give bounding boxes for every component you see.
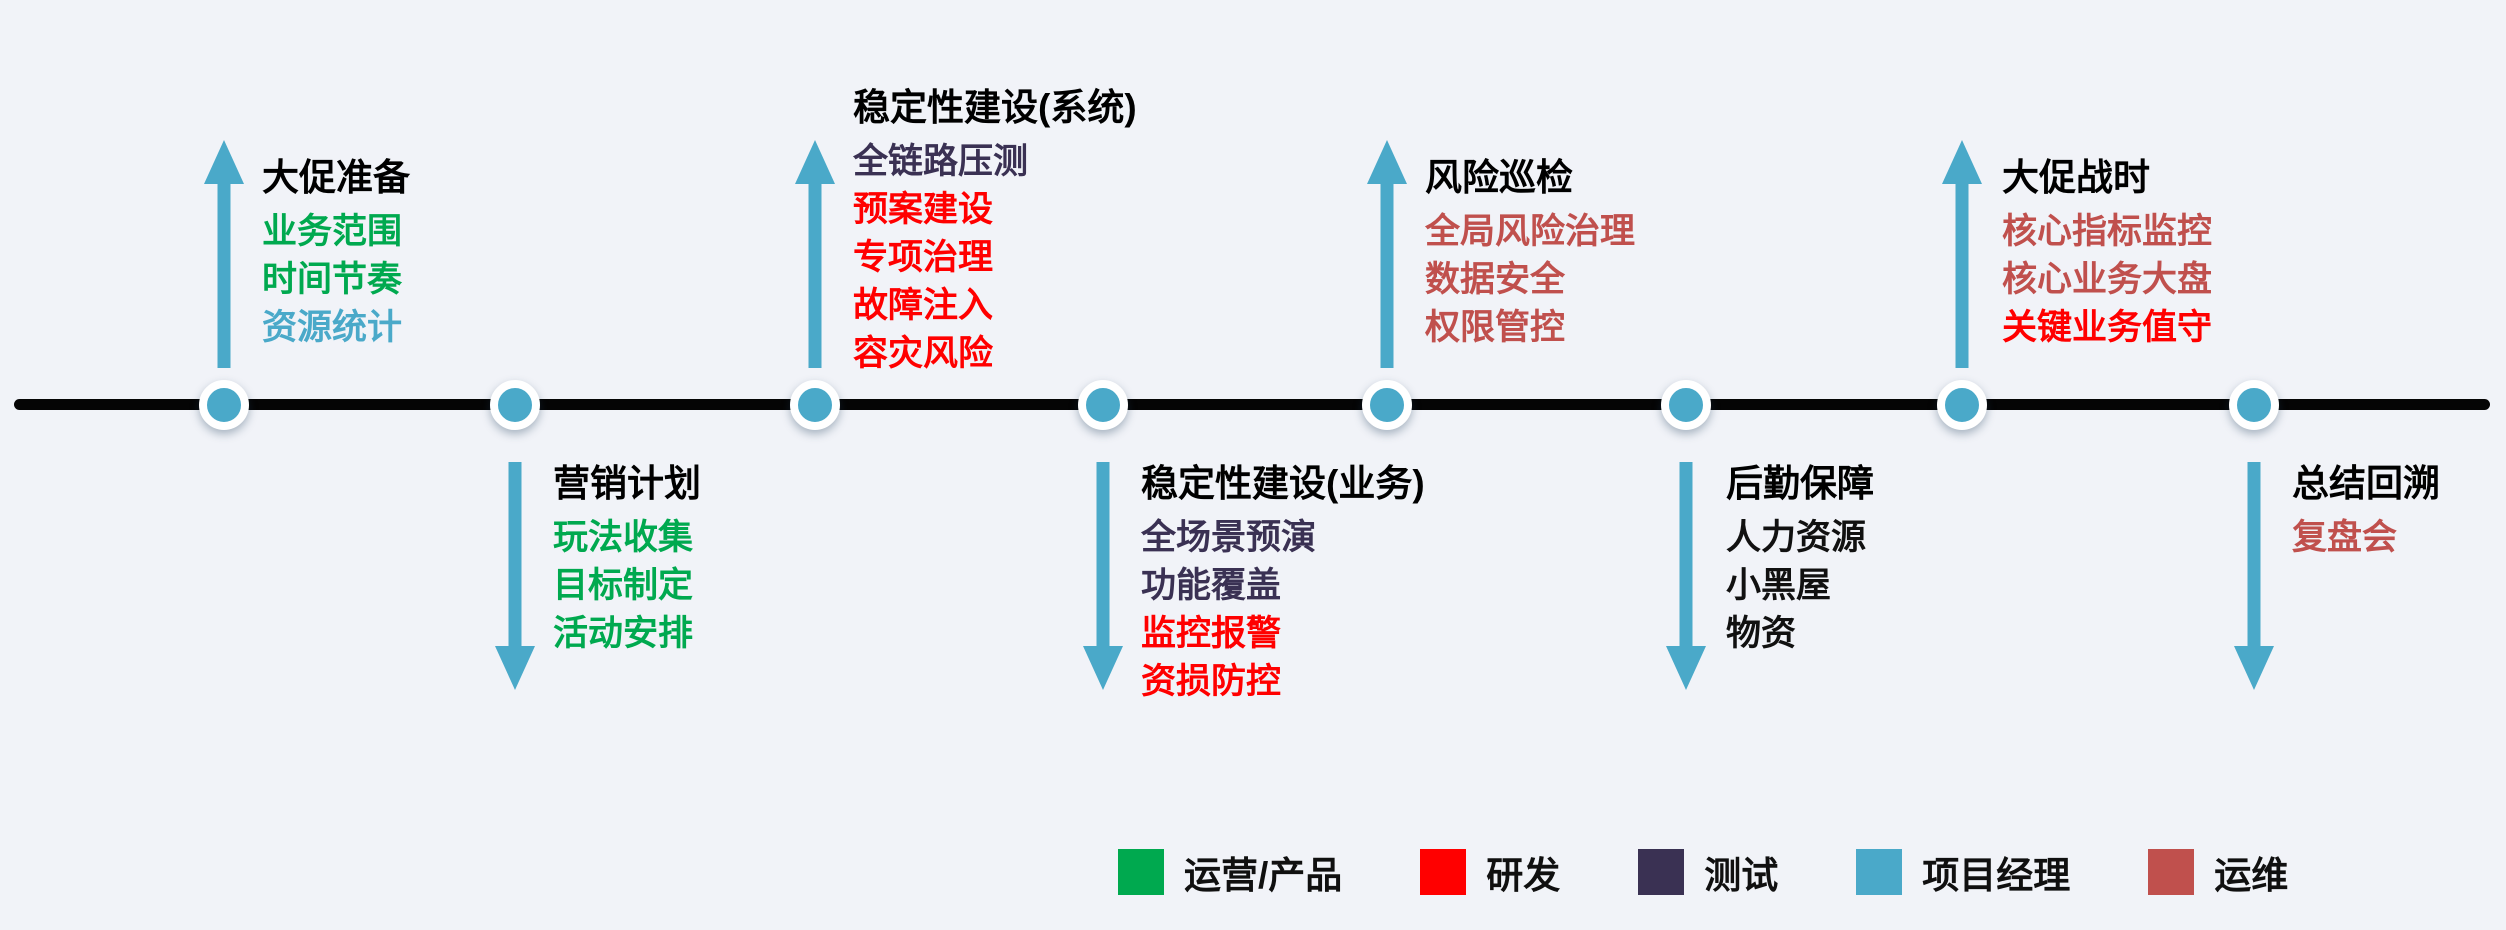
- task-item: 人力资源: [1726, 518, 1867, 557]
- legend-swatch-rd: [1420, 849, 1467, 895]
- arrow-up-icon: [204, 140, 244, 368]
- legend-swatch-om: [2148, 849, 2195, 895]
- timeline-node: [2229, 380, 2279, 430]
- task-item: 小黑屋: [1726, 566, 1832, 605]
- legend: 运营/产品 研发 测试 项目经理 运维: [1118, 845, 2288, 899]
- task-item: 资源统计: [262, 308, 403, 347]
- arrow-down-icon: [1083, 462, 1123, 690]
- timeline-node: [1937, 380, 1987, 430]
- task-item: 全场景预演: [1141, 518, 1317, 557]
- group-title: 风险巡检: [1425, 157, 1573, 198]
- task-item: 目标制定: [553, 566, 694, 605]
- arrow-down-icon: [495, 462, 535, 690]
- legend-label: 运营/产品: [1184, 855, 1343, 896]
- group-title: 稳定性建设(业务): [1141, 463, 1425, 504]
- task-item: 活动安排: [553, 614, 694, 653]
- timeline-node: [790, 380, 840, 430]
- legend-swatch-ops: [1118, 849, 1164, 895]
- group-title: 后勤保障: [1726, 463, 1874, 504]
- group-title: 稳定性建设(系统): [853, 87, 1137, 128]
- task-item: 复盘会: [2292, 518, 2398, 557]
- timeline-node: [199, 380, 249, 430]
- timeline-line: [14, 399, 2490, 410]
- task-item: 专项治理: [853, 238, 994, 277]
- legend-swatch-pm: [1856, 849, 1903, 895]
- task-item: 物资: [1726, 614, 1797, 653]
- task-item: 时间节奏: [262, 260, 403, 299]
- legend-label: 研发: [1486, 855, 1561, 896]
- task-item: 全链路压测: [853, 142, 1029, 181]
- task-item: 全局风险治理: [1425, 212, 1636, 251]
- task-item: 权限管控: [1425, 308, 1566, 347]
- timeline-node: [490, 380, 540, 430]
- legend-item: 运维: [2148, 845, 2288, 899]
- timeline-node: [1078, 380, 1128, 430]
- group-title: 营销计划: [553, 463, 701, 504]
- task-item: 核心指标监控: [2002, 212, 2213, 251]
- arrow-down-icon: [2234, 462, 2274, 690]
- task-item: 资损防控: [1141, 662, 1282, 701]
- legend-item: 研发: [1420, 845, 1560, 899]
- task-item: 业务范围: [262, 212, 403, 251]
- arrow-down-icon: [1666, 462, 1706, 690]
- task-item: 预案建设: [853, 190, 994, 229]
- task-item: 核心业务大盘: [2002, 260, 2213, 299]
- legend-label: 测试: [1704, 855, 1779, 896]
- task-item: 容灾风险: [853, 334, 994, 373]
- legend-label: 运维: [2214, 855, 2289, 896]
- timeline-node: [1661, 380, 1711, 430]
- group-title: 大促战时: [2002, 157, 2150, 198]
- arrow-up-icon: [1942, 140, 1982, 368]
- task-item: 故障注入: [853, 286, 994, 325]
- timeline-node: [1362, 380, 1412, 430]
- task-item: 监控报警: [1141, 614, 1282, 653]
- arrow-up-icon: [1367, 140, 1407, 368]
- legend-item: 测试: [1638, 845, 1778, 899]
- task-item: 玩法收集: [553, 518, 694, 557]
- task-item: 关键业务值守: [2002, 308, 2213, 347]
- group-title: 总结回溯: [2292, 463, 2440, 504]
- legend-item: 项目经理: [1856, 845, 2070, 899]
- legend-swatch-qa: [1638, 849, 1685, 895]
- legend-item: 运营/产品: [1118, 845, 1342, 899]
- task-item: 功能覆盖: [1141, 566, 1282, 605]
- group-title: 大促准备: [262, 157, 410, 198]
- arrow-up-icon: [795, 140, 835, 368]
- legend-label: 项目经理: [1922, 855, 2071, 896]
- task-item: 数据安全: [1425, 260, 1566, 299]
